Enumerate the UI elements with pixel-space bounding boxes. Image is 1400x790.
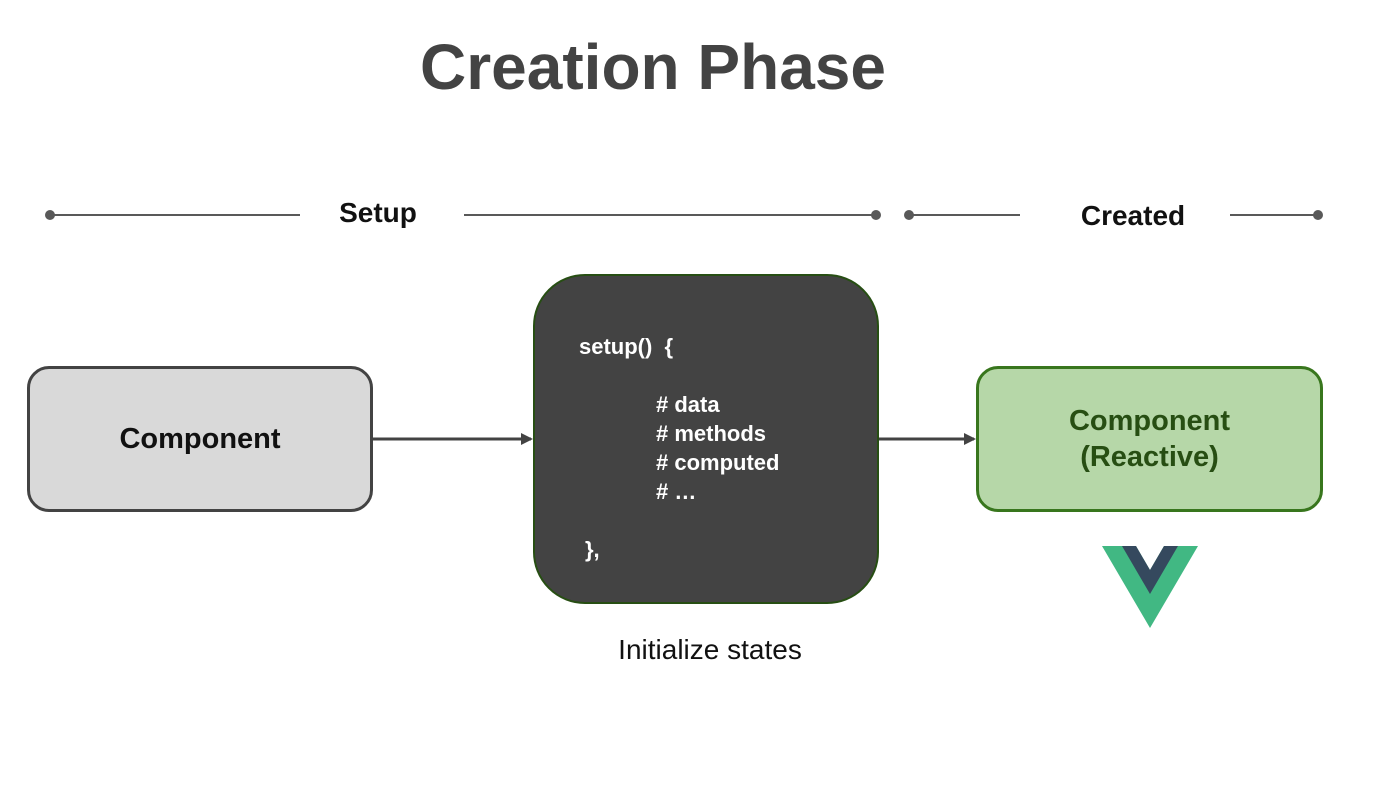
setup-item-methods: # methods (656, 421, 767, 446)
setup-open-line: setup() { (579, 334, 674, 359)
reactive-node-label-line2: (Reactive) (1080, 441, 1219, 473)
reactive-node-label-line1: Component (1068, 405, 1231, 437)
page-title: Creation Phase (420, 31, 886, 103)
setup-item-ellipsis: # … (656, 479, 697, 504)
setup-close-line: }, (585, 537, 600, 562)
setup-caption: Initialize states (618, 634, 802, 665)
setup-node: setup() { # data # methods # computed # … (533, 274, 879, 604)
setup-item-data: # data (656, 392, 720, 417)
created-timeline (904, 210, 1323, 220)
component-node: Component (27, 366, 373, 512)
setup-timeline (45, 210, 881, 220)
reactive-component-node: Component (Reactive) (976, 366, 1323, 512)
vue-logo-icon (1102, 546, 1198, 628)
phase-label-setup: Setup (339, 197, 417, 228)
setup-timeline-end-dot (871, 210, 881, 220)
created-timeline-end-dot (1313, 210, 1323, 220)
component-node-label: Component (119, 422, 281, 455)
setup-item-computed: # computed (656, 450, 780, 475)
setup-timeline-start-dot (45, 210, 55, 220)
phase-label-created: Created (1080, 200, 1186, 231)
created-timeline-start-dot (904, 210, 914, 220)
